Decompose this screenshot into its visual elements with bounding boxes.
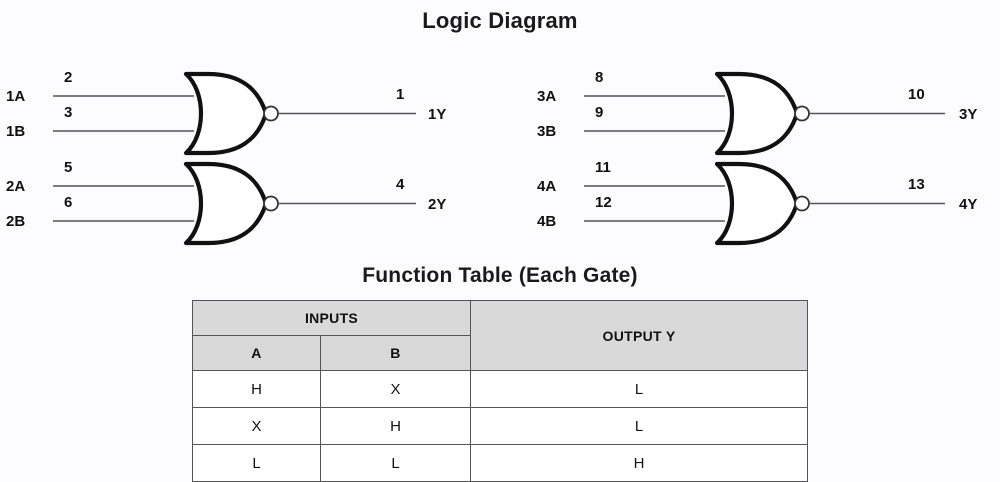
gate-3-nor-body bbox=[714, 71, 800, 156]
gate-2-output-pin: 4 bbox=[396, 176, 405, 193]
gate-4-input-a-label: 4A bbox=[537, 178, 556, 195]
cell-y: L bbox=[470, 370, 809, 408]
cell-a: X bbox=[192, 407, 321, 445]
table-header-row-sub: A B bbox=[192, 335, 808, 371]
gate-1: 1A 1B 2 3 1 1Y bbox=[6, 69, 446, 156]
gate-2-nor-body bbox=[183, 161, 269, 246]
gate-4-output-pin: 13 bbox=[908, 176, 925, 193]
gate-4: 4A 4B 11 12 13 4Y bbox=[537, 159, 977, 246]
table-header-row-group: INPUTS OUTPUT Y bbox=[191, 300, 809, 371]
cell-b: H bbox=[319, 407, 472, 445]
gate-4-nor-body bbox=[714, 161, 800, 246]
gate-2-inversion-bubble bbox=[263, 195, 279, 212]
gate-3-input-a-label: 3A bbox=[537, 88, 556, 105]
function-table-head: INPUTS OUTPUT Y A B bbox=[191, 300, 809, 371]
gate-1-nor-body bbox=[183, 71, 269, 156]
header-output-y: OUTPUT Y bbox=[470, 300, 809, 371]
gate-3-output-label: 3Y bbox=[959, 106, 977, 123]
function-table-title: Function Table (Each Gate) bbox=[362, 264, 638, 287]
gate-2-input-b-pin: 6 bbox=[64, 194, 72, 211]
gate-1-output-pin: 1 bbox=[396, 86, 404, 103]
gate-4-input-b-label: 4B bbox=[537, 213, 556, 230]
gate-2-input-a-pin: 5 bbox=[64, 159, 72, 176]
gate-1-input-b-pin: 3 bbox=[64, 104, 72, 121]
table-row: H X L bbox=[192, 370, 809, 408]
gate-1-input-b-label: 1B bbox=[6, 123, 25, 140]
gate-4-input-a-pin: 11 bbox=[595, 159, 611, 176]
cell-a: H bbox=[192, 370, 321, 408]
gate-3-output-pin: 10 bbox=[908, 86, 925, 103]
cell-a: L bbox=[192, 444, 321, 482]
table-row: L L H bbox=[192, 444, 809, 482]
gate-1-inversion-bubble bbox=[263, 105, 279, 122]
gate-3-inversion-bubble bbox=[794, 105, 810, 122]
gate-1-input-a-pin: 2 bbox=[64, 69, 72, 86]
gate-2-input-b-label: 2B bbox=[6, 213, 25, 230]
gate-3-input-b-pin: 9 bbox=[595, 104, 603, 121]
gate-3-input-b-label: 3B bbox=[537, 123, 556, 140]
gate-3: 3A 3B 8 9 10 3Y bbox=[537, 69, 977, 156]
gate-2-output-label: 2Y bbox=[428, 196, 446, 213]
gate-4-input-b-pin: 12 bbox=[595, 194, 612, 211]
header-input-b: B bbox=[319, 335, 472, 371]
table-row: X H L bbox=[192, 407, 809, 445]
logic-diagram-canvas: 1A 1B 2 3 1 1Y 2A 2B 5 6 4 2Y bbox=[6, 69, 977, 246]
cell-y: H bbox=[470, 444, 809, 482]
gate-4-inversion-bubble bbox=[794, 195, 810, 212]
gate-2: 2A 2B 5 6 4 2Y bbox=[6, 159, 446, 246]
function-table-body: H X L X H L L L H bbox=[192, 370, 809, 482]
gate-1-input-a-label: 1A bbox=[6, 88, 25, 105]
gate-4-output-label: 4Y bbox=[959, 196, 977, 213]
gate-2-input-a-label: 2A bbox=[6, 178, 25, 195]
gate-1-output-label: 1Y bbox=[428, 106, 446, 123]
gate-3-input-a-pin: 8 bbox=[595, 69, 603, 86]
cell-b: L bbox=[319, 444, 472, 482]
header-inputs: INPUTS bbox=[191, 300, 472, 336]
header-input-a: A bbox=[192, 335, 321, 371]
cell-y: L bbox=[470, 407, 809, 445]
logic-diagram-title: Logic Diagram bbox=[422, 8, 578, 33]
function-table: INPUTS OUTPUT Y A B H X L X H L L L H bbox=[191, 300, 809, 482]
cell-b: X bbox=[319, 370, 472, 408]
